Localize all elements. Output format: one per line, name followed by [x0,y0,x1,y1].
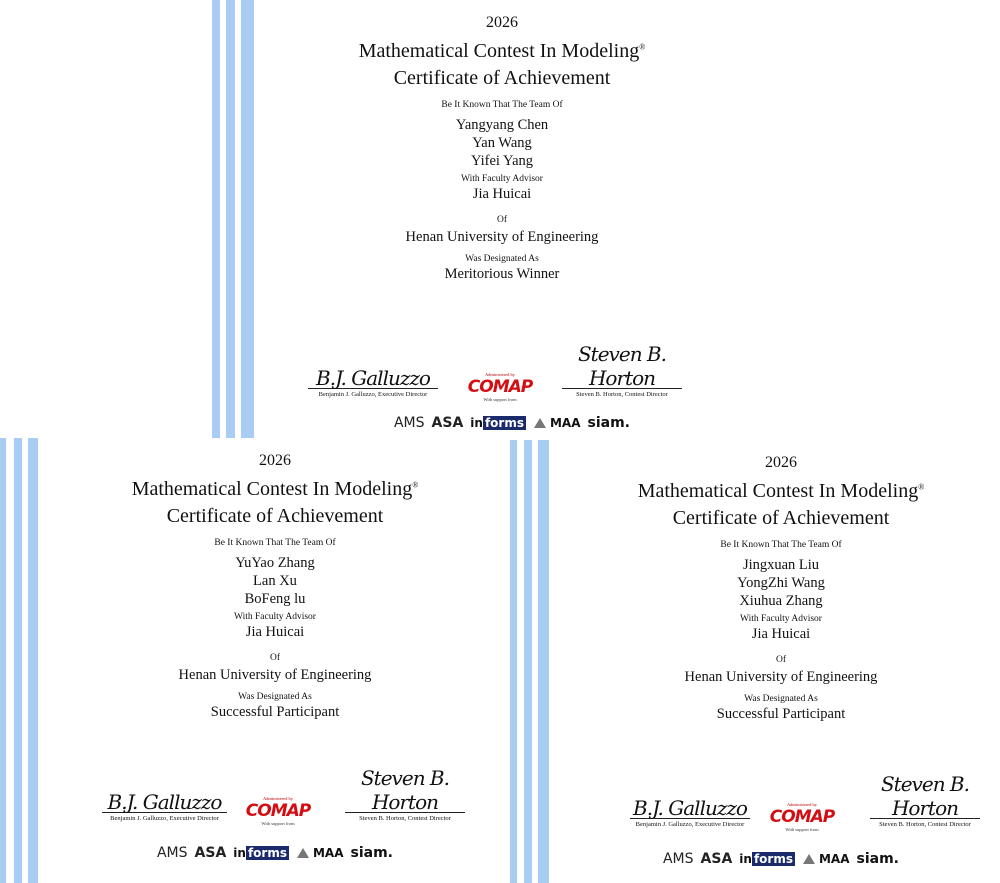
signature-row: B.J. Galluzzo Benjamin J. Galluzzo, Exec… [212,342,772,408]
designation: Successful Participant [210,704,340,720]
asa-logo: ASA [431,415,464,431]
maa-icon [802,854,815,864]
signature-image: B.J. Galluzzo [107,790,223,814]
contest-name: Mathematical Contest In Modeling® [358,40,646,62]
certificate-title: Certificate of Achievement [393,67,611,89]
team-member: Lan Xu [253,573,297,589]
signature-contest-director: Steven B. Horton Steven B. Horton, Conte… [562,342,682,398]
certificate-title: Certificate of Achievement [166,505,384,527]
siam-logo: siam. [587,415,631,431]
comap-logo: Administered by COMAP With support from [467,372,533,402]
advisor-label: With Faculty Advisor [234,612,316,622]
maa-icon [533,418,546,428]
ams-logo: AMS [156,845,188,861]
siam-logo: siam. [856,851,900,867]
advisor-name: Jia Huicai [751,626,811,642]
certificate-participant-1: 2026 Mathematical Contest In Modeling® C… [0,438,510,883]
designation: Meritorious Winner [444,266,560,282]
team-members: Yangyang Chen Yan Wang Yifei Yang [232,116,772,170]
signature-image: Steven B. Horton [880,772,970,820]
signature-executive-director: B.J. Galluzzo Benjamin J. Galluzzo, Exec… [630,796,750,828]
of-label: Of [496,215,508,225]
certificate-participant-2: 2026 Mathematical Contest In Modeling® C… [510,440,1000,883]
contest-name: Mathematical Contest In Modeling® [637,480,925,502]
known-label: Be It Known That The Team Of [214,538,336,548]
asa-logo: ASA [700,851,733,867]
advisor-name: Jia Huicai [245,624,305,640]
team-member: Xiuhua Zhang [739,593,823,609]
certificate-year: 2026 [259,452,291,469]
team-member: BoFeng lu [244,591,306,607]
advisor-name: Jia Huicai [472,186,532,202]
ams-logo: AMS [393,415,425,431]
maa-logo: MAA [533,416,581,430]
university-name: Henan University of Engineering [684,669,878,685]
asa-logo: ASA [194,845,227,861]
maa-icon [296,848,309,858]
signature-image: B.J. Galluzzo [316,366,431,390]
of-label: Of [269,653,281,663]
stripe-border [212,0,256,438]
team-members: Jingxuan Liu YongZhi Wang Xiuhua Zhang [562,556,1000,610]
team-member: Jingxuan Liu [742,557,820,573]
ams-logo: AMS [662,851,694,867]
signature-image: Steven B. Horton [360,766,450,814]
known-label: Be It Known That The Team Of [441,100,563,110]
designated-label: Was Designated As [238,692,312,702]
of-label: Of [775,655,787,665]
team-member: Yifei Yang [470,153,534,169]
certificate-meritorious: 2026 Mathematical Contest In Modeling® C… [212,0,772,438]
signature-image: B.J. Galluzzo [633,796,748,820]
signature-contest-director: Steven B. Horton Steven B. Horton, Conte… [345,766,465,822]
team-member: Yan Wang [472,135,532,151]
team-member: Yangyang Chen [455,117,549,133]
university-name: Henan University of Engineering [405,229,599,245]
signature-executive-director: B.J. Galluzzo Benjamin J. Galluzzo, Exec… [102,790,227,822]
stripe-border [0,438,44,883]
signature-executive-director: B.J. Galluzzo Benjamin J. Galluzzo, Exec… [308,366,438,398]
contest-name: Mathematical Contest In Modeling® [131,478,419,500]
siam-logo: siam. [350,845,394,861]
designated-label: Was Designated As [465,254,539,264]
team-members: YuYao Zhang Lan Xu BoFeng lu [40,554,510,608]
maa-logo: MAA [296,846,344,860]
signature-row: B.J. Galluzzo Benjamin J. Galluzzo, Exec… [510,772,1000,838]
designated-label: Was Designated As [744,694,818,704]
comap-logo: Administered by COMAP With support from [245,796,311,826]
maa-logo: MAA [802,852,850,866]
known-label: Be It Known That The Team Of [720,540,842,550]
comap-logo: Administered by COMAP With support from [769,802,835,832]
advisor-label: With Faculty Advisor [740,614,822,624]
team-member: YuYao Zhang [235,555,315,571]
stripe-border [510,440,554,883]
university-name: Henan University of Engineering [178,667,372,683]
signature-row: B.J. Galluzzo Benjamin J. Galluzzo, Exec… [0,766,510,832]
team-member: YongZhi Wang [737,575,825,591]
signature-contest-director: Steven B. Horton Steven B. Horton, Conte… [870,772,980,828]
certificate-title: Certificate of Achievement [672,507,890,529]
advisor-label: With Faculty Advisor [461,174,543,184]
signature-image: Steven B. Horton [577,342,667,390]
designation: Successful Participant [716,706,846,722]
certificate-year: 2026 [765,454,797,471]
certificate-year: 2026 [486,14,518,31]
